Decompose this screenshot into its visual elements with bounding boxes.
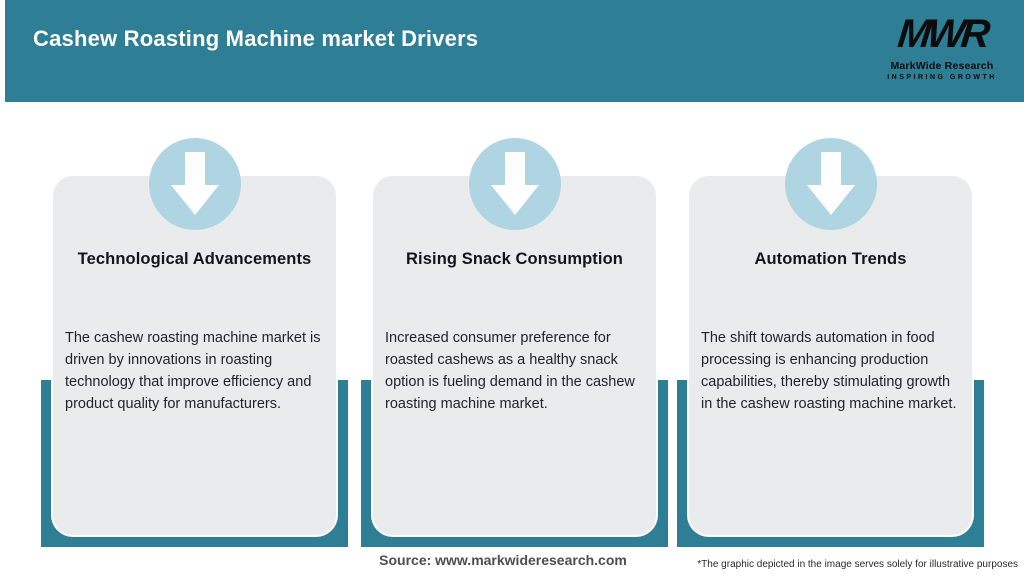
driver-card-rising-snack-consumption: Rising Snack Consumption Increased consu…: [361, 130, 668, 547]
markwide-logo: MWR MarkWide Research INSPIRING GROWTH: [882, 10, 1002, 81]
down-arrow-icon: [148, 138, 241, 230]
driver-card-technological-advancements: Technological Advancements The cashew ro…: [41, 130, 348, 547]
logo-name: MarkWide Research: [890, 60, 994, 72]
source-text: Source: www.markwideresearch.com: [379, 552, 627, 568]
disclaimer-text: *The graphic depicted in the image serve…: [697, 559, 1018, 570]
card-panel: Automation Trends The shift towards auto…: [689, 176, 972, 535]
page-title: Cashew Roasting Machine market Drivers: [33, 26, 479, 51]
driver-card-automation-trends: Automation Trends The shift towards auto…: [677, 130, 984, 547]
card-body-text: Increased consumer preference for roaste…: [385, 330, 635, 412]
down-arrow-icon: [468, 138, 561, 230]
down-arrow-icon: [784, 138, 877, 230]
card-title: Rising Snack Consumption: [406, 250, 623, 268]
card-panel: Rising Snack Consumption Increased consu…: [373, 176, 656, 535]
logo-monogram: MWR: [895, 12, 989, 56]
card-body-text: The shift towards automation in food pro…: [701, 330, 957, 412]
card-panel: Technological Advancements The cashew ro…: [53, 176, 336, 535]
header-bar: Cashew Roasting Machine market Drivers M…: [5, 0, 1024, 102]
card-title: Automation Trends: [754, 250, 907, 268]
card-title: Technological Advancements: [77, 250, 312, 268]
logo-tagline: INSPIRING GROWTH: [887, 74, 997, 81]
card-body-text: The cashew roasting machine market is dr…: [65, 330, 321, 412]
